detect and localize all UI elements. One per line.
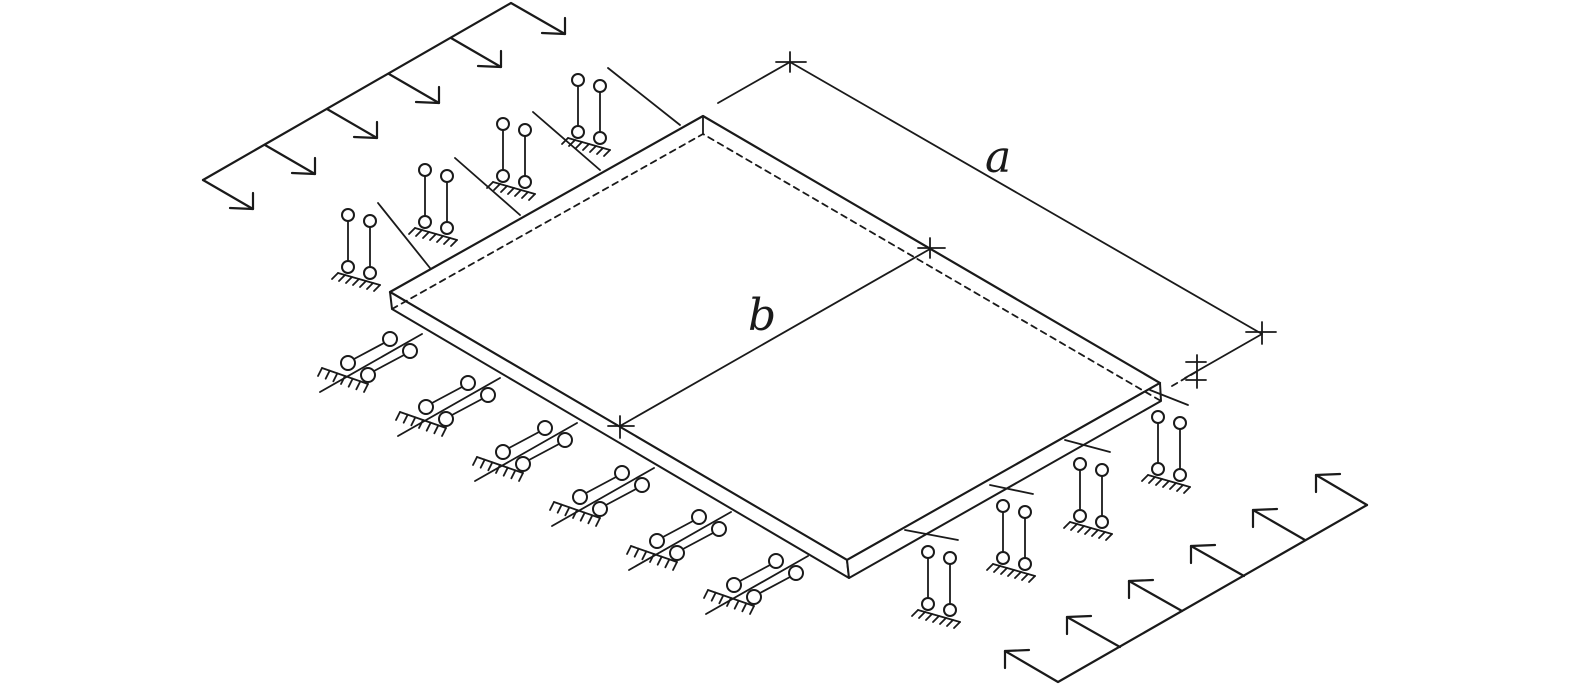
supports-back-left: [331, 67, 681, 292]
load-arrow: [201, 178, 255, 211]
load-arrow: [263, 143, 317, 176]
load-arrow: [1189, 543, 1246, 578]
load-arrows-lower-right: [1003, 472, 1369, 684]
pin-link-support: [703, 553, 809, 615]
pin-link-support: [472, 420, 578, 482]
pin-link-support: [317, 331, 423, 393]
pin-link-support: [331, 202, 431, 292]
pin-link-support: [1141, 389, 1191, 494]
supports-front-left: [317, 331, 809, 615]
supports-front-right: [904, 389, 1191, 629]
pin-link-support: [986, 484, 1036, 583]
width-midline: [619, 248, 931, 427]
pin-link-support: [395, 375, 501, 437]
pin-link-support: [549, 465, 655, 527]
load-arrow: [387, 72, 441, 105]
dimension-a: [607, 51, 1277, 439]
load-arrow: [1003, 648, 1031, 670]
load-arrow: [1065, 614, 1122, 649]
pin-link-support: [904, 529, 961, 629]
thickness-extension: [1171, 371, 1197, 387]
pin-link-support: [408, 157, 521, 247]
load-arrow: [1251, 507, 1307, 542]
load-arrows-upper-left: [201, 1, 567, 211]
pin-link-support: [561, 67, 681, 157]
load-arrow: [449, 36, 503, 69]
dimension-b-label: b: [748, 290, 776, 341]
pin-link-support: [1063, 439, 1113, 541]
load-arrow: [325, 107, 379, 140]
dimension-a-extension: [717, 61, 791, 104]
dimension-a-label: a: [985, 132, 1011, 183]
load-arrow: [1314, 472, 1369, 507]
load-arrow: [1127, 578, 1184, 613]
pin-link-support: [486, 111, 601, 201]
load-baseline-upper-left: [201, 1, 567, 182]
pin-link-support: [626, 509, 732, 571]
load-baseline-lower-right: [1003, 503, 1369, 684]
load-arrow: [540, 16, 567, 36]
plate-front-right-face: [846, 382, 1162, 579]
dimension-a-line: [789, 61, 1263, 335]
